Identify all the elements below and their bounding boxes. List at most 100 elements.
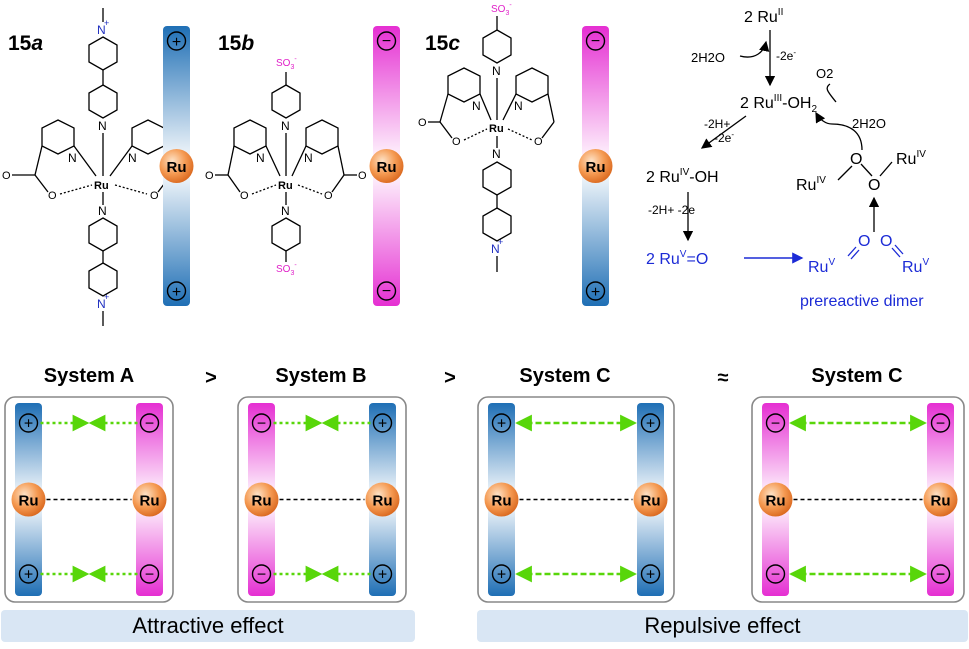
ru-sphere	[132, 482, 167, 517]
negative-charge-icon	[765, 413, 786, 433]
sulfonate-top: SO3-	[491, 2, 512, 17]
system-title: System B	[275, 365, 366, 387]
negative-charge-icon	[585, 31, 606, 51]
svg-text:O: O	[240, 190, 249, 202]
positive-charge-icon	[18, 564, 39, 584]
prereactive-dimer-label: prereactive dimer	[800, 293, 924, 310]
svg-text:Ru: Ru	[94, 180, 109, 192]
system-titles: System A > System B > System C ≈ System …	[44, 365, 903, 389]
positive-charge-icon	[640, 564, 661, 584]
negative-charge-icon	[376, 31, 397, 51]
charge-bar-15a: + + Ru	[159, 26, 194, 306]
svg-text:RuV: RuV	[808, 257, 835, 276]
svg-text:O: O	[452, 136, 461, 148]
charge-symbol: +	[497, 567, 506, 584]
mech-h1: -2H+	[704, 117, 730, 131]
ru-sphere	[484, 482, 519, 517]
charge-symbol: +	[378, 567, 387, 584]
system-panel: −−Ru++Ru	[237, 396, 407, 603]
system-panels: ++Ru−−Ru−−Ru++Ru++Ru++Ru−−Ru−−Ru	[4, 396, 965, 603]
charge-symbol: +	[646, 416, 655, 433]
svg-text:N: N	[281, 204, 290, 218]
ru-sphere	[633, 482, 668, 517]
svg-text:Ru: Ru	[586, 159, 606, 176]
svg-text:N: N	[472, 99, 481, 113]
attractive-effect-label: Attractive effect	[1, 610, 415, 642]
svg-text:+: +	[172, 284, 181, 301]
svg-text:Ru: Ru	[377, 159, 397, 176]
ru-sphere	[923, 482, 958, 517]
charge-symbol: −	[936, 416, 945, 433]
ru-label: Ru	[766, 493, 786, 510]
positive-charge-icon	[18, 413, 39, 433]
positive-charge-icon	[640, 413, 661, 433]
svg-text:−: −	[382, 283, 391, 300]
charge-symbol: −	[771, 567, 780, 584]
system-title: System A	[44, 365, 134, 387]
ru-sphere	[758, 482, 793, 517]
charge-bar-15c: − + Ru	[578, 26, 613, 306]
charge-symbol: −	[771, 416, 780, 433]
peroxo-dimer: RuIV O O RuIV	[796, 149, 926, 194]
svg-text:N: N	[98, 204, 107, 218]
svg-text:O: O	[205, 170, 214, 182]
mech-water-2: 2H2O	[852, 116, 886, 131]
svg-text:O: O	[858, 233, 870, 250]
mech-e2: -2e-	[714, 130, 734, 145]
negative-charge-icon	[251, 564, 272, 584]
svg-text:RuIV: RuIV	[896, 149, 926, 168]
mech-step-ru5: 2 RuV=O	[646, 249, 708, 268]
prereactive-dimer: RuV O O RuV	[808, 233, 929, 276]
comparator: ≈	[718, 367, 729, 389]
charge-symbol: −	[257, 416, 266, 433]
positive-charge-icon	[166, 31, 187, 51]
svg-text:Ru: Ru	[167, 159, 187, 176]
repulsive-effect-label: Repulsive effect	[477, 610, 968, 642]
compound-label-15c: 15c	[425, 32, 460, 55]
svg-text:RuV: RuV	[902, 257, 929, 276]
svg-text:N: N	[68, 151, 77, 165]
system-title: System C	[519, 365, 610, 387]
ru-sphere	[578, 149, 613, 183]
comparator: >	[205, 367, 217, 389]
n-atom: N	[97, 23, 106, 37]
svg-text:O: O	[850, 151, 862, 168]
charge-symbol: −	[257, 567, 266, 584]
charge-symbol: +	[24, 416, 33, 433]
ru-sphere	[244, 482, 279, 517]
ru-label: Ru	[641, 493, 661, 510]
charge-bar-15b: − − Ru	[369, 26, 404, 306]
svg-text:+: +	[498, 237, 503, 247]
svg-text:N: N	[281, 119, 290, 133]
sulfonate-top: SO3-	[276, 56, 297, 71]
svg-text:−: −	[591, 33, 600, 50]
charge-symbol: +	[378, 416, 387, 433]
charge-symbol: −	[145, 567, 154, 584]
ru-label: Ru	[373, 493, 393, 510]
charge-symbol: +	[646, 567, 655, 584]
svg-text:O: O	[534, 136, 543, 148]
compound-15b: 15b SO3- N N N Ru O O O O N SO3-	[205, 32, 367, 277]
svg-text:N: N	[492, 147, 501, 161]
svg-text:+: +	[172, 34, 181, 51]
svg-text:RuIV: RuIV	[796, 175, 826, 194]
negative-charge-icon	[139, 564, 160, 584]
charge-symbol: +	[24, 567, 33, 584]
svg-text:N: N	[492, 64, 501, 78]
system-title: System C	[811, 365, 902, 387]
mech-h2: -2H+ -2e	[648, 203, 695, 217]
negative-charge-icon	[139, 413, 160, 433]
positive-charge-icon	[585, 281, 606, 301]
svg-text:+: +	[591, 284, 600, 301]
compound-label-15a: 15a	[8, 32, 43, 55]
ru-sphere	[369, 149, 404, 183]
svg-text:O: O	[150, 190, 159, 202]
charge-symbol: −	[145, 416, 154, 433]
svg-text:N: N	[97, 297, 106, 311]
svg-text:O: O	[2, 170, 11, 182]
svg-text:Ru: Ru	[489, 123, 504, 135]
ru-label: Ru	[492, 493, 512, 510]
svg-text:O: O	[324, 190, 333, 202]
svg-text:N: N	[98, 119, 107, 133]
